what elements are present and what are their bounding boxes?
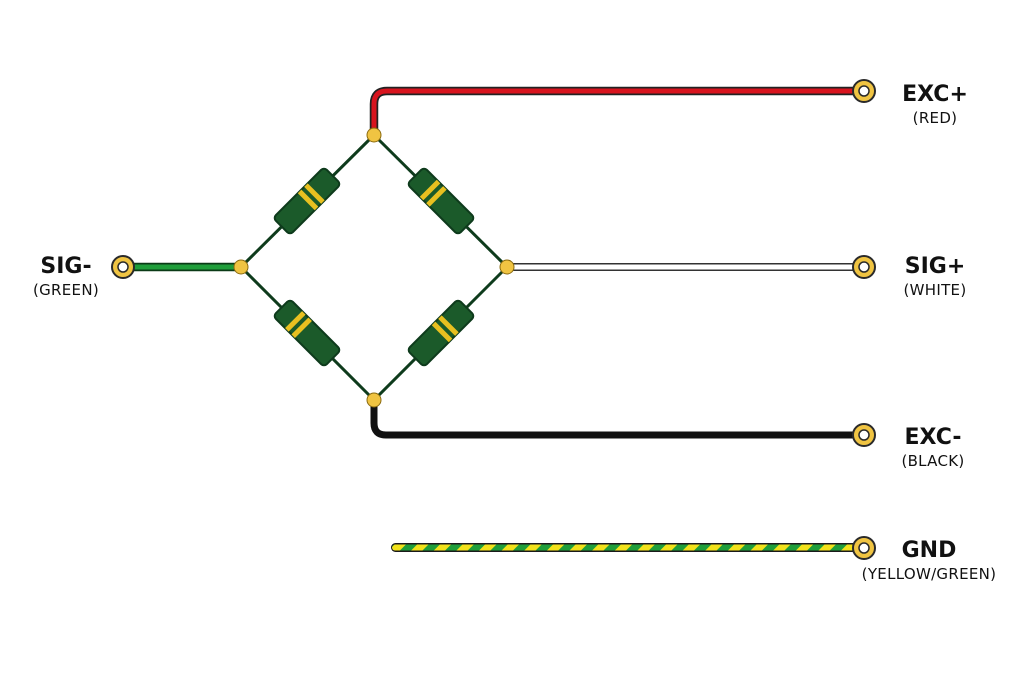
label-sig-plus-sub: (WHITE) (903, 281, 967, 299)
label-exc-plus-main: EXC+ (902, 82, 968, 107)
label-exc-minus-sub: (BLACK) (901, 452, 965, 470)
node-bottom (366, 392, 382, 408)
terminal-exc-plus[interactable] (852, 79, 876, 103)
label-exc-plus-sub: (RED) (912, 109, 958, 127)
label-gnd-main: GND (901, 538, 957, 563)
label-sig-plus: SIG+ (WHITE) (889, 254, 981, 300)
terminal-gnd[interactable] (852, 536, 876, 560)
label-gnd-sub: (YELLOW/GREEN) (861, 565, 997, 583)
label-sig-minus: SIG- (GREEN) (18, 254, 114, 300)
gnd-wire (392, 544, 861, 551)
resistor-bottom-left (273, 299, 341, 367)
label-exc-minus-main: EXC- (904, 425, 962, 450)
resistor-top-right (407, 167, 475, 235)
terminal-sig-plus[interactable] (852, 255, 876, 279)
terminal-sig-minus[interactable] (111, 255, 135, 279)
label-exc-minus: EXC- (BLACK) (887, 425, 979, 471)
label-sig-plus-main: SIG+ (904, 254, 966, 279)
resistor-bottom-right (407, 299, 475, 367)
bridge-traces (239, 133, 509, 402)
label-gnd: GND (YELLOW/GREEN) (846, 538, 1012, 584)
terminal-exc-minus[interactable] (852, 423, 876, 447)
node-top (366, 127, 382, 143)
node-left (233, 259, 249, 275)
label-sig-minus-sub: (GREEN) (32, 281, 100, 299)
label-exc-plus: EXC+ (RED) (893, 82, 977, 128)
resistor-top-left (273, 167, 341, 235)
red-wire-outline (369, 86, 862, 135)
black-wire (370, 400, 862, 439)
label-sig-minus-main: SIG- (40, 254, 92, 279)
red-wire (371, 88, 862, 135)
node-right (499, 259, 515, 275)
